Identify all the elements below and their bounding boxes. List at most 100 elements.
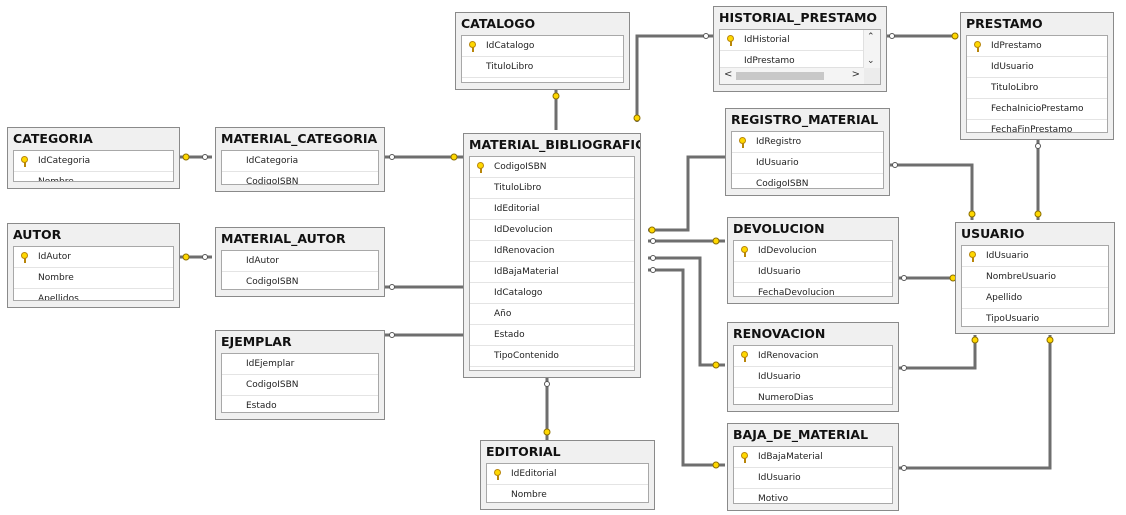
column-row[interactable]: IdEditorial xyxy=(470,199,634,220)
column-row[interactable]: IdUsuario xyxy=(734,262,892,283)
key-end xyxy=(552,92,560,100)
column-row[interactable]: TipoUsuario xyxy=(962,309,1108,326)
key-end xyxy=(712,237,720,245)
primary-key-column[interactable]: IdCategoria xyxy=(14,151,173,172)
column-row[interactable]: CodigoISBN xyxy=(222,172,378,184)
column-row[interactable]: IdDevolucion xyxy=(470,220,634,241)
column-row[interactable]: Estado xyxy=(470,325,634,346)
primary-key-column[interactable]: IdPrestamo xyxy=(967,36,1107,57)
scroll-thumb[interactable] xyxy=(736,72,824,80)
column-row[interactable]: IdEjemplar xyxy=(222,354,378,375)
key-end xyxy=(712,461,720,469)
column-row[interactable]: CodigoISBN xyxy=(222,272,378,289)
column-row[interactable]: FechaDevolucion xyxy=(734,283,892,296)
scroll-up-icon[interactable]: ⌃ xyxy=(867,32,875,42)
column-row[interactable]: Nombre xyxy=(14,172,173,181)
column-row[interactable]: NombreUsuario xyxy=(962,267,1108,288)
primary-key-column[interactable]: IdRenovacion xyxy=(734,346,892,367)
key-end xyxy=(968,210,976,218)
horizontal-scrollbar[interactable]: < > xyxy=(720,67,864,84)
many-end xyxy=(901,365,907,371)
primary-key-column[interactable]: IdUsuario xyxy=(962,246,1108,267)
column-row[interactable]: IdBajaMaterial xyxy=(470,262,634,283)
column-row[interactable]: Nombre xyxy=(14,268,173,289)
column-row[interactable]: Motivo xyxy=(734,489,892,503)
rel-material-renovacion xyxy=(648,256,725,367)
primary-key-column[interactable]: IdEditorial xyxy=(487,464,648,485)
column-row[interactable]: IdRenovacion xyxy=(470,241,634,262)
scrollbar-corner xyxy=(864,68,880,84)
column-row[interactable]: TituloLibro xyxy=(462,57,623,78)
primary-key-column[interactable]: IdDevolucion xyxy=(734,241,892,262)
key-end xyxy=(543,428,551,436)
table-title: USUARIO xyxy=(961,226,1025,241)
column-row[interactable]: NumeroDias xyxy=(734,388,892,404)
scroll-right-icon[interactable]: > xyxy=(851,69,860,80)
table-title: CATEGORIA xyxy=(13,131,93,146)
rel-material-registro xyxy=(648,155,725,232)
column-row[interactable]: TituloLibro xyxy=(967,78,1107,99)
column-row[interactable]: IdUsuario xyxy=(734,367,892,388)
many-end xyxy=(889,33,895,39)
scroll-left-icon[interactable]: < xyxy=(724,69,733,80)
key-end xyxy=(182,253,190,261)
column-row[interactable]: CodigoISBN xyxy=(222,375,378,396)
column-row[interactable]: TituloLibro xyxy=(470,178,634,199)
table-title: DEVOLUCION xyxy=(733,221,825,236)
primary-key-column[interactable]: IdBajaMaterial xyxy=(734,447,892,468)
column-row[interactable]: Nombre xyxy=(487,485,648,502)
column-row[interactable]: Descripcion xyxy=(470,367,634,370)
column-row[interactable]: Estado xyxy=(222,396,378,412)
column-row[interactable]: IdAutor xyxy=(222,251,378,272)
column-row[interactable]: IdCatalogo xyxy=(470,283,634,304)
primary-key-column[interactable]: IdAutor xyxy=(14,247,173,268)
primary-key-column[interactable]: CodigoISBN xyxy=(470,157,634,178)
column-row[interactable]: IdCategoria xyxy=(222,151,378,172)
key-end xyxy=(633,114,641,122)
primary-key-column[interactable]: IdHistorial xyxy=(720,30,864,51)
primary-key-column[interactable]: IdRegistro xyxy=(732,132,883,153)
column-row[interactable]: IdUsuario xyxy=(967,57,1107,78)
column-row[interactable]: FechaInicioPrestamo xyxy=(967,99,1107,120)
column-row[interactable]: IdUsuario xyxy=(732,153,883,174)
column-row[interactable]: Año xyxy=(470,304,634,325)
column-row[interactable]: Apellidos xyxy=(14,289,173,300)
many-end xyxy=(892,162,898,168)
vertical-scrollbar[interactable]: ⌃ ⌄ xyxy=(863,30,880,68)
key-end xyxy=(1034,210,1042,218)
many-end xyxy=(901,275,907,281)
column-row[interactable]: FechaFinPrestamo xyxy=(967,120,1107,132)
scroll-down-icon[interactable]: ⌄ xyxy=(867,56,875,66)
column-row[interactable]: CodigoISBN xyxy=(732,174,883,188)
column-row[interactable]: IdUsuario xyxy=(734,468,892,489)
table-title: AUTOR xyxy=(13,227,62,242)
column-row[interactable]: Apellido xyxy=(962,288,1108,309)
primary-key-column[interactable]: IdCatalogo xyxy=(462,36,623,57)
rel-material-historial xyxy=(635,34,713,122)
column-row[interactable]: TipoContenido xyxy=(470,346,634,367)
many-end xyxy=(389,332,395,338)
